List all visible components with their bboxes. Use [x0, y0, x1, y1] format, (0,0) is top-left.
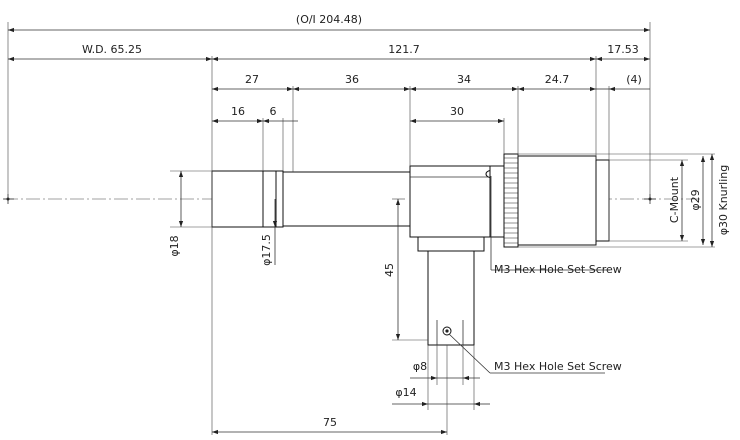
phi29-label: φ29	[689, 189, 702, 210]
set-screw-upper-label: M3 Hex Hole Set Screw	[494, 263, 622, 276]
phi18-label: φ18	[168, 235, 181, 256]
phi30-knurling-label: φ30 Knurling	[717, 165, 730, 236]
dim-75-label: 75	[323, 416, 337, 429]
front-barrel	[211, 170, 264, 228]
phi14-label: φ14	[395, 386, 416, 399]
object-point-marker	[3, 194, 14, 204]
dim-4-label: (4)	[626, 73, 642, 86]
dim-16-label: 16	[231, 105, 245, 118]
dim-45-label: 45	[383, 263, 396, 277]
front-barrel-step	[262, 170, 277, 228]
dim-24-7-label: 24.7	[545, 73, 570, 86]
rear-body	[517, 155, 597, 246]
set-screw-hole-lower	[442, 326, 452, 336]
leader-set-screw-lower	[448, 333, 491, 374]
dim-6-label: 6	[270, 105, 277, 118]
dim-34-label: 34	[457, 73, 471, 86]
working-distance-label: W.D. 65.25	[82, 43, 142, 56]
dim-36-label: 36	[345, 73, 359, 86]
dim-30-label: 30	[450, 105, 464, 118]
knurling-ring	[503, 153, 519, 248]
barrel-collar	[275, 170, 284, 228]
body-length-label: 121.7	[388, 43, 420, 56]
set-screw-lower-label: M3 Hex Hole Set Screw	[494, 360, 622, 373]
phi8-label: φ8	[413, 360, 427, 373]
extension-lines	[7, 22, 715, 435]
overall-length-label: (O/I 204.48)	[296, 13, 362, 26]
dim-27-label: 27	[245, 73, 259, 86]
mount-offset-label: 17.53	[607, 43, 639, 56]
c-mount-label: C-Mount	[668, 176, 681, 223]
phi17-5-label: φ17.5	[260, 234, 273, 266]
c-mount-thread	[595, 159, 610, 242]
side-port-collar	[417, 236, 485, 252]
block-flange	[489, 165, 505, 238]
middle-tube	[282, 171, 411, 227]
